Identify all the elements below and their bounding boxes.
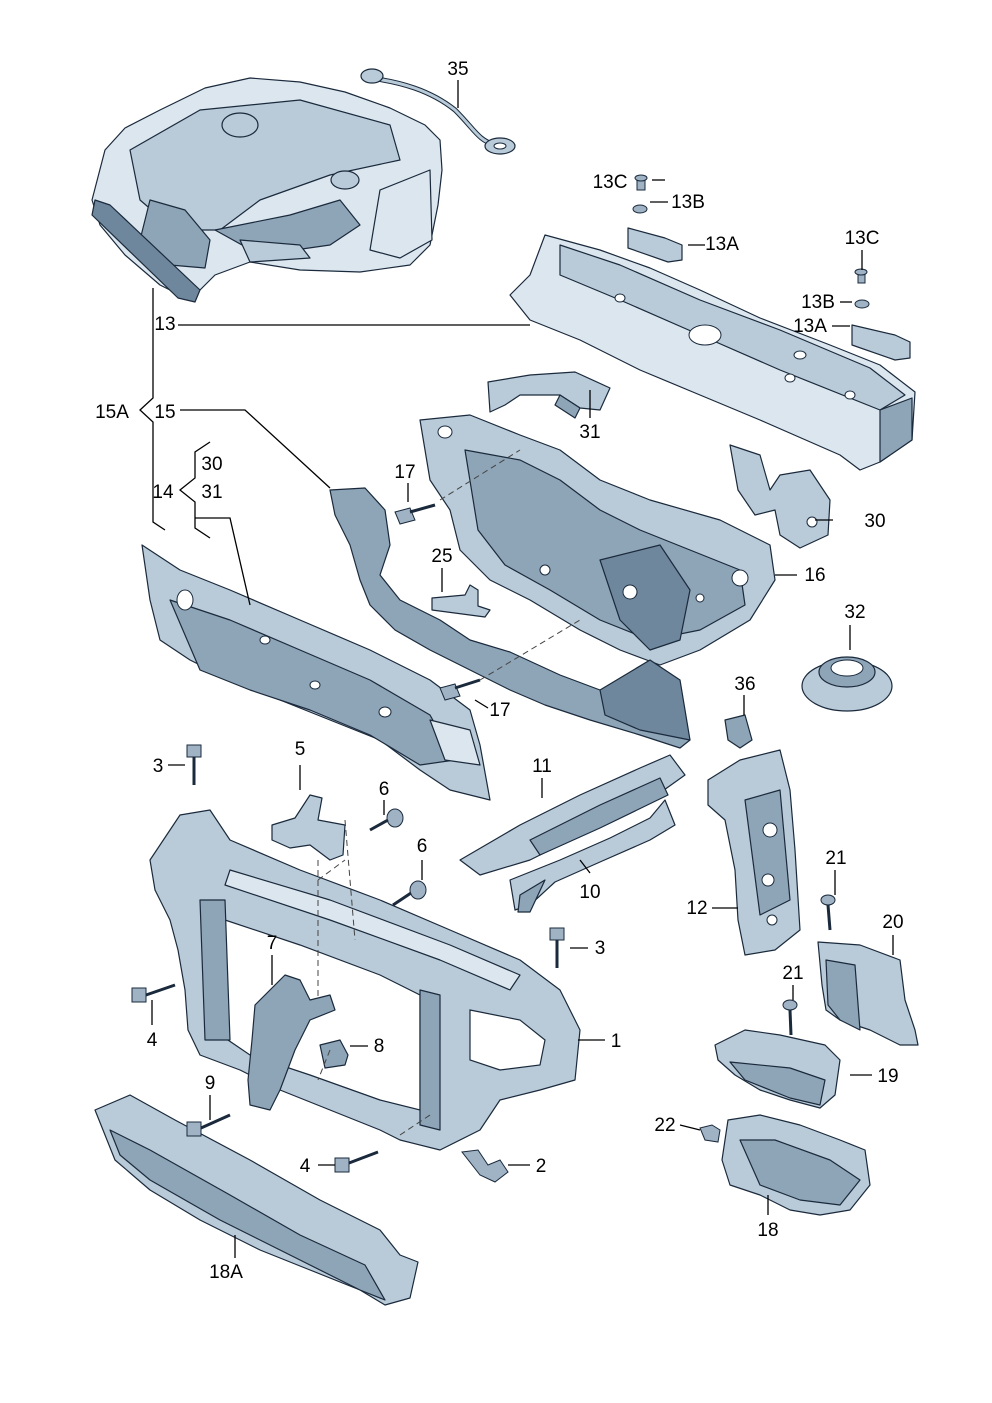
bracket-25: [431, 584, 491, 618]
label-4-lower: 4: [300, 1156, 311, 1177]
bolt-17-lower: [439, 678, 481, 701]
label-13a-lower: 13A: [793, 316, 827, 337]
label-20: 20: [882, 912, 903, 933]
label-22: 22: [654, 1115, 675, 1136]
bolt-9: [186, 1113, 231, 1137]
label-13: 13: [154, 314, 175, 335]
label-21-lower: 21: [782, 963, 803, 984]
label-15: 15: [154, 402, 175, 423]
label-35: 35: [447, 59, 468, 80]
label-10: 10: [579, 882, 600, 903]
side-member-12: [707, 749, 801, 956]
bolt-3-right: [549, 927, 565, 968]
front-end-structure: [91, 77, 443, 303]
grommet-32: [801, 656, 893, 712]
bolt-21-lower: [782, 999, 798, 1036]
label-3-left: 3: [153, 756, 164, 777]
cable-part: [360, 68, 516, 155]
label-15a: 15A: [95, 402, 129, 423]
label-13c-lower: 13C: [845, 228, 880, 249]
fastener-set-13-lower: [851, 268, 911, 361]
label-31-upper: 31: [579, 422, 600, 443]
label-8: 8: [374, 1036, 385, 1057]
bolt-17-upper: [394, 503, 436, 525]
label-11: 11: [532, 756, 552, 777]
bracket-31-upper: [487, 371, 611, 419]
member-11: [459, 754, 686, 876]
label-31-left: 31: [201, 482, 222, 503]
dash-insulation-16: [419, 414, 776, 666]
label-36: 36: [734, 674, 755, 695]
bolt-6-lower: [392, 880, 427, 907]
leader-lines: [139, 80, 894, 1258]
label-17-lower: 17: [489, 700, 510, 721]
callout-labels: 35 13C 13B 13A 13C 13B 13A 13 15A 15 31 …: [95, 59, 903, 1283]
cover-20: [817, 941, 919, 1046]
fastener-set-13-upper: [627, 174, 683, 263]
label-13b-lower: 13B: [801, 292, 835, 313]
bolt-4-left: [131, 983, 176, 1003]
label-1: 1: [611, 1031, 622, 1052]
label-30-left: 30: [201, 454, 222, 475]
cover-18: [721, 1114, 871, 1216]
label-19: 19: [877, 1066, 898, 1087]
sound-insulation-14: [141, 544, 491, 801]
label-6-upper: 6: [379, 779, 390, 800]
cover-19: [714, 1029, 841, 1109]
label-14: 14: [152, 482, 174, 503]
label-21-upper: 21: [825, 848, 846, 869]
bracket-30: [729, 444, 831, 549]
seal-strip-15: [329, 487, 691, 749]
label-13a-upper: 13A: [705, 234, 739, 255]
clip-36: [724, 714, 753, 749]
plenum-panel: [509, 234, 916, 471]
label-2: 2: [536, 1156, 547, 1177]
bolt-6-upper: [369, 808, 404, 832]
bracket-7: [247, 974, 336, 1111]
label-12: 12: [686, 898, 707, 919]
label-32: 32: [844, 602, 865, 623]
bolt-21-upper: [820, 894, 836, 931]
label-7: 7: [267, 933, 278, 954]
assembly-lines: [317, 449, 581, 1136]
bolt-4-lower: [334, 1150, 379, 1173]
clip-22: [699, 1124, 721, 1143]
label-6-lower: 6: [417, 836, 428, 857]
label-30-right: 30: [864, 511, 885, 532]
member-10: [509, 799, 676, 913]
label-13c-upper: 13C: [593, 172, 628, 193]
label-13b-upper: 13B: [671, 192, 705, 213]
label-9: 9: [205, 1073, 216, 1094]
label-4-left: 4: [147, 1030, 158, 1051]
label-3-right: 3: [595, 938, 606, 959]
air-guide-18a: [94, 1094, 419, 1306]
label-5: 5: [295, 739, 306, 760]
label-25: 25: [431, 546, 452, 567]
bolt-3-left: [186, 744, 202, 785]
label-18: 18: [757, 1220, 778, 1241]
label-18a: 18A: [209, 1262, 243, 1283]
bracket-5: [271, 794, 346, 861]
bolt-2: [461, 1149, 509, 1183]
label-16: 16: [804, 565, 825, 586]
label-17-upper: 17: [394, 462, 415, 483]
